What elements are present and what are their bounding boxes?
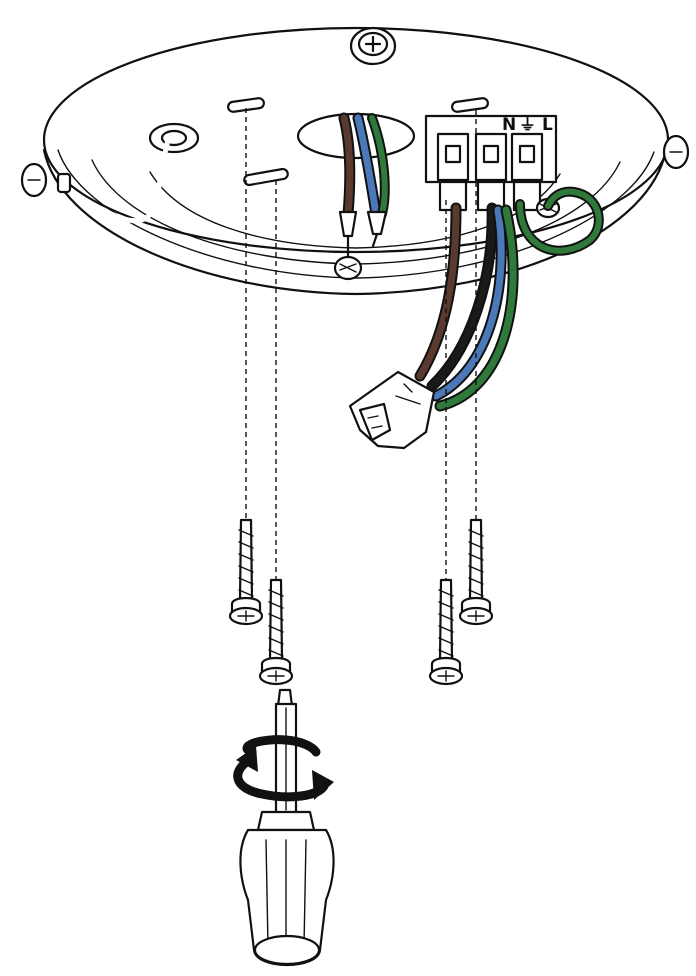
lamp-wires [414,186,604,412]
plug-connector [348,370,436,450]
left-side-screw-icon [20,162,48,198]
wood-screw-icon [428,578,464,686]
ceiling-canopy [20,26,690,296]
mounting-slot-2 [243,167,289,187]
screwdriver-icon [233,688,335,966]
terminal-block: N ⏚ L [424,114,561,219]
right-side-screw-icon [662,134,690,170]
terminal-n [436,132,470,212]
center-earth-screw-icon [333,255,363,281]
wood-screw-icon [458,518,494,626]
ferrule-1 [338,210,358,238]
canopy-side-wall [42,148,668,296]
earth-icon: ⏚ [519,115,536,135]
wood-screw-icon [258,578,294,686]
lamp-wire-green [436,206,517,410]
top-screw-icon [349,26,397,66]
safety-hook [101,122,200,224]
lamp-wire-black [428,204,496,390]
terminal-label-l: L [542,115,553,135]
supply-wires [338,112,390,258]
left-lug [56,172,72,194]
mounting-slot-3 [451,97,489,113]
terminal-l [510,132,544,212]
terminal-earth [474,132,508,212]
earth-loop-wire-green [517,188,602,254]
terminal-label-n: N [502,115,516,135]
lamp-wire-blue [432,206,505,400]
guide-lines [245,108,477,586]
clockwise-arrow-icon [233,735,334,802]
wood-screw-icon [228,518,264,626]
lamp-wire-brown [416,204,460,380]
ferrule-2 [366,210,388,236]
